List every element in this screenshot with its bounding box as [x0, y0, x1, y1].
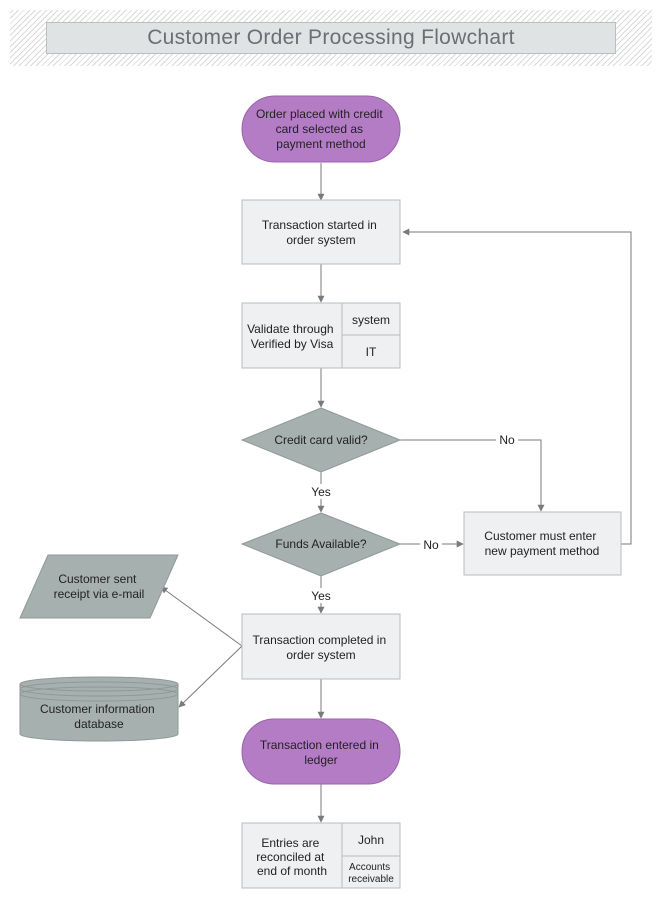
- svg-text:Transaction started in o: Transaction started in order system: [262, 218, 380, 247]
- validate-line-1: Validate through: [247, 322, 334, 336]
- svg-text:Entries are reconciled a: Entries are reconciled at end of month: [256, 836, 327, 878]
- receipt-line-2: receipt via e-mail: [54, 587, 145, 601]
- label-funds-missing: No: [423, 538, 439, 552]
- reconcile-line-2: reconciled at: [256, 850, 325, 864]
- reconcile-cell-receivable: receivable: [348, 874, 394, 885]
- validate-cell-it: IT: [366, 345, 377, 359]
- edge-completed-to-receipt: [160, 586, 243, 647]
- funds-text: Funds Available?: [275, 537, 367, 551]
- node-ledger[interactable]: Transaction entered in ledger: [241, 718, 401, 785]
- edge-completed-to-database: [178, 645, 243, 708]
- ledger-line-1: Transaction entered in: [260, 738, 379, 752]
- new-payment-line-2: new payment method: [485, 544, 600, 558]
- svg-text:Customer must enter new: Customer must enter new payment method: [484, 529, 599, 558]
- start-line-1: Order placed with credit: [256, 107, 383, 121]
- node-new-payment[interactable]: Customer must enter new payment method: [463, 511, 622, 576]
- node-validate[interactable]: Validate through Verified by Visa system…: [241, 302, 401, 369]
- node-reconcile[interactable]: Entries are reconciled at end of month J…: [241, 822, 401, 889]
- svg-text:Customer sent receipt vi: Customer sent receipt via e-mail: [54, 572, 145, 601]
- transaction-completed-line-1: Transaction completed in: [253, 633, 387, 647]
- database-line-1: Customer information: [40, 702, 155, 716]
- svg-text:Transaction completed in: Transaction completed in order system: [253, 633, 390, 662]
- node-funds-decision[interactable]: Funds Available?: [240, 512, 402, 577]
- node-card-valid-decision[interactable]: Credit card valid?: [240, 407, 402, 473]
- card-valid-text: Credit card valid?: [274, 433, 368, 447]
- node-customer-database[interactable]: Customer information database: [19, 676, 179, 742]
- svg-text:Validate through Verifie: Validate through Verified by Visa: [247, 322, 337, 351]
- start-line-2: card selected as: [276, 122, 363, 136]
- transaction-started-line-2: order system: [286, 233, 355, 247]
- svg-text:Customer information dat: Customer information database: [40, 702, 158, 731]
- reconcile-line-3: end of month: [257, 864, 327, 878]
- label-card-valid: Yes: [311, 485, 331, 499]
- svg-text:Transaction entered in l: Transaction entered in ledger: [260, 738, 382, 767]
- validate-line-2: Verified by Visa: [251, 337, 334, 351]
- validate-cell-system: system: [352, 313, 390, 327]
- reconcile-cell-accounts: Accounts: [349, 862, 390, 873]
- page-title: Customer Order Processing Flowchart: [46, 22, 616, 54]
- svg-text:Accounts receivable: Accounts receivable: [348, 862, 394, 885]
- ledger-line-2: ledger: [304, 753, 337, 767]
- new-payment-line-1: Customer must enter: [484, 529, 596, 543]
- reconcile-line-1: Entries are: [261, 836, 319, 850]
- node-receipt[interactable]: Customer sent receipt via e-mail: [19, 554, 179, 619]
- reconcile-cell-john: John: [358, 833, 384, 847]
- edge-new-payment-loop: [402, 228, 632, 545]
- node-start[interactable]: Order placed with credit card selected a…: [241, 95, 401, 163]
- label-card-invalid: No: [499, 433, 515, 447]
- svg-text:Order placed with credit: Order placed with credit card selected a…: [256, 107, 386, 151]
- edge-labels: No Yes No Yes: [309, 432, 518, 603]
- receipt-line-1: Customer sent: [58, 572, 137, 586]
- transaction-completed-line-2: order system: [286, 648, 355, 662]
- node-transaction-completed[interactable]: Transaction completed in order system: [241, 613, 401, 680]
- transaction-started-line-1: Transaction started in: [262, 218, 377, 232]
- label-funds-ok: Yes: [311, 589, 331, 603]
- start-line-3: payment method: [276, 137, 365, 151]
- database-line-2: database: [74, 717, 124, 731]
- edge-card-invalid: [400, 439, 545, 512]
- node-transaction-started[interactable]: Transaction started in order system: [241, 199, 401, 265]
